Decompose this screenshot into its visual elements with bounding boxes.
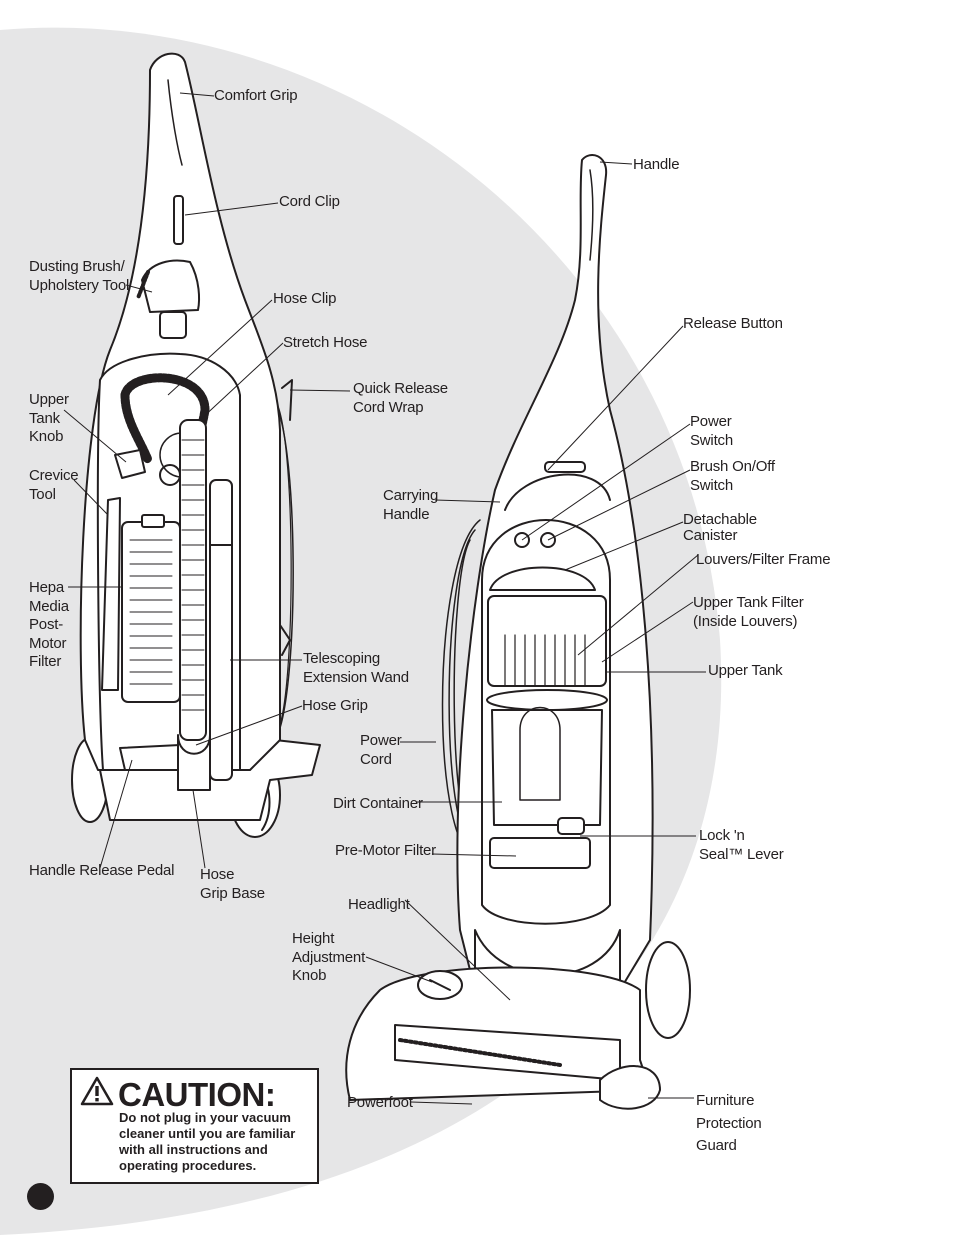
- label-hose-clip: Hose Clip: [273, 290, 337, 307]
- page-marker-dot: [27, 1183, 54, 1210]
- label-brush-switch: Brush On/Off Switch: [690, 458, 775, 494]
- label-telescoping-wand: Telescoping Extension Wand: [303, 650, 409, 686]
- label-pre-motor-filter: Pre-Motor Filter: [335, 842, 436, 859]
- label-headlight: Headlight: [348, 896, 410, 913]
- label-cord-clip: Cord Clip: [279, 193, 340, 210]
- label-hose-grip-base: Hose Grip Base: [200, 866, 265, 902]
- label-handle-release-pedal: Handle Release Pedal: [29, 862, 175, 879]
- label-height-adjustment-knob: Height Adjustment Knob: [292, 930, 366, 984]
- front-view-vacuum: [345, 154, 691, 1110]
- leader-lines: [63, 92, 706, 1105]
- label-carrying-handle: Carrying Handle: [383, 487, 439, 523]
- label-lock-seal-lever: Lock 'n Seal™ Lever: [699, 827, 784, 863]
- label-comfort-grip: Comfort Grip: [214, 87, 298, 104]
- label-furniture-protection-guard: Furniture Protection Guard: [696, 1092, 762, 1154]
- label-quick-release-cord-wrap: Quick Release Cord Wrap: [353, 380, 448, 416]
- label-louvers-filter-frame: Louvers/Filter Frame: [696, 551, 831, 568]
- label-handle: Handle: [633, 156, 680, 173]
- label-dirt-container: Dirt Container: [333, 795, 423, 812]
- label-hose-grip: Hose Grip: [302, 697, 368, 714]
- label-power-cord: Power Cord: [360, 732, 402, 768]
- label-powerfoot: Powerfoot: [347, 1094, 413, 1111]
- label-hepa-filter: Hepa Media Post- Motor Filter: [29, 579, 69, 670]
- label-crevice-tool: Crevice Tool: [29, 467, 79, 503]
- label-stretch-hose: Stretch Hose: [283, 334, 368, 351]
- label-upper-tank-knob: Upper Tank Knob: [29, 391, 69, 445]
- label-detachable-canister: Detachable Canister: [683, 511, 757, 544]
- rear-view-vacuum: [71, 52, 321, 838]
- caution-text: Do not plug in your vacuum cleaner until…: [119, 1110, 296, 1173]
- label-release-button: Release Button: [683, 315, 783, 332]
- caution-title: CAUTION:: [118, 1076, 276, 1113]
- label-upper-tank: Upper Tank: [708, 662, 783, 679]
- label-power-switch: Power Switch: [690, 413, 733, 449]
- warning-triangle-icon: [80, 1076, 114, 1106]
- label-dusting-brush: Dusting Brush/ Upholstery Tool: [29, 258, 130, 294]
- caution-box: CAUTION: Do not plug in your vacuum clea…: [70, 1068, 319, 1184]
- label-upper-tank-filter: Upper Tank Filter (Inside Louvers): [693, 594, 804, 630]
